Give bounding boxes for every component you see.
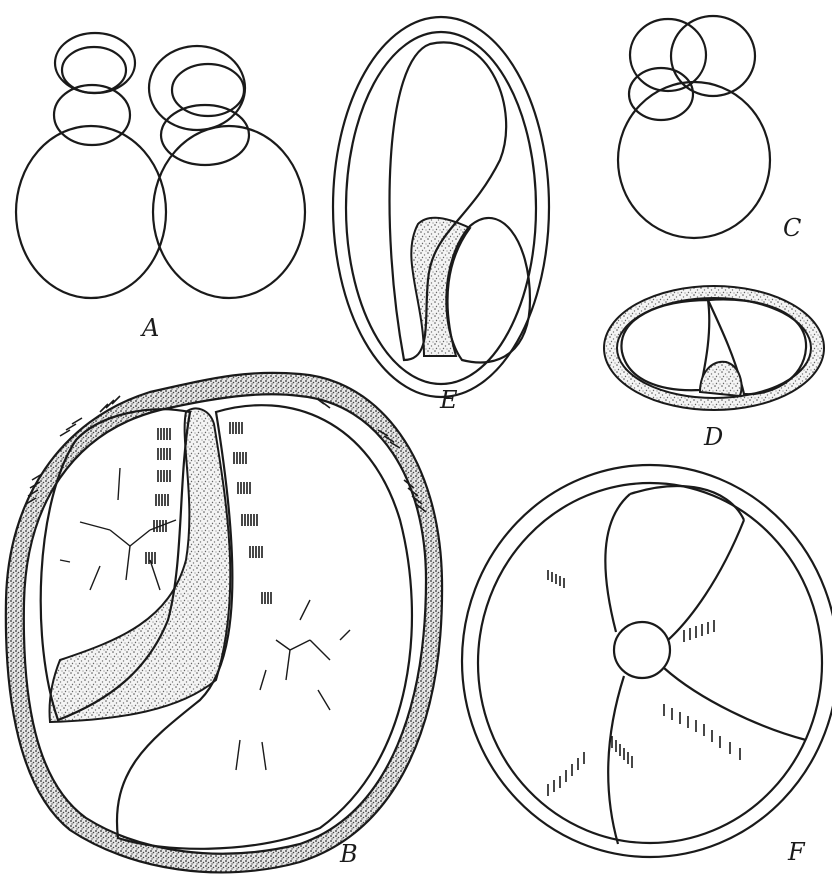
figure-a: A <box>16 33 305 342</box>
figure-c-cell-1 <box>630 19 706 91</box>
figure-b-nucleus-right <box>236 600 350 770</box>
figure-c-cell-3 <box>629 68 693 120</box>
figure-a-cell-top-2 <box>149 46 245 130</box>
figure-a-label: A <box>140 314 159 342</box>
figure-d: D <box>604 286 824 451</box>
figure-f-label: F <box>787 838 806 866</box>
figure-e: E <box>333 17 549 414</box>
figure-f-inner-membrane <box>478 483 822 843</box>
figure-a-cell-large-2 <box>153 126 305 298</box>
figure-c-cell-large <box>618 82 770 238</box>
figure-b-nucleus-left <box>60 468 176 590</box>
figure-f-partition-bottom <box>608 676 624 844</box>
figure-f-ciliary-rows <box>548 570 740 796</box>
figure-f-partition-lower-right <box>664 668 806 740</box>
figure-f-partition-top <box>605 494 630 632</box>
figure-d-label: D <box>703 423 723 451</box>
figure-f: F <box>462 465 832 866</box>
figure-b-label: B <box>339 840 358 868</box>
figure-f-outer-membrane <box>462 465 832 857</box>
figure-e-label: E <box>439 386 458 414</box>
figure-f-central-body <box>614 622 670 678</box>
figure-c: C <box>618 16 801 242</box>
figure-b: B <box>6 373 442 873</box>
figure-c-label: C <box>783 214 801 242</box>
figure-a-cell-mid-2 <box>161 105 249 165</box>
figure-f-partition-right <box>668 520 744 640</box>
figure-a-cell-large-1 <box>16 126 166 298</box>
